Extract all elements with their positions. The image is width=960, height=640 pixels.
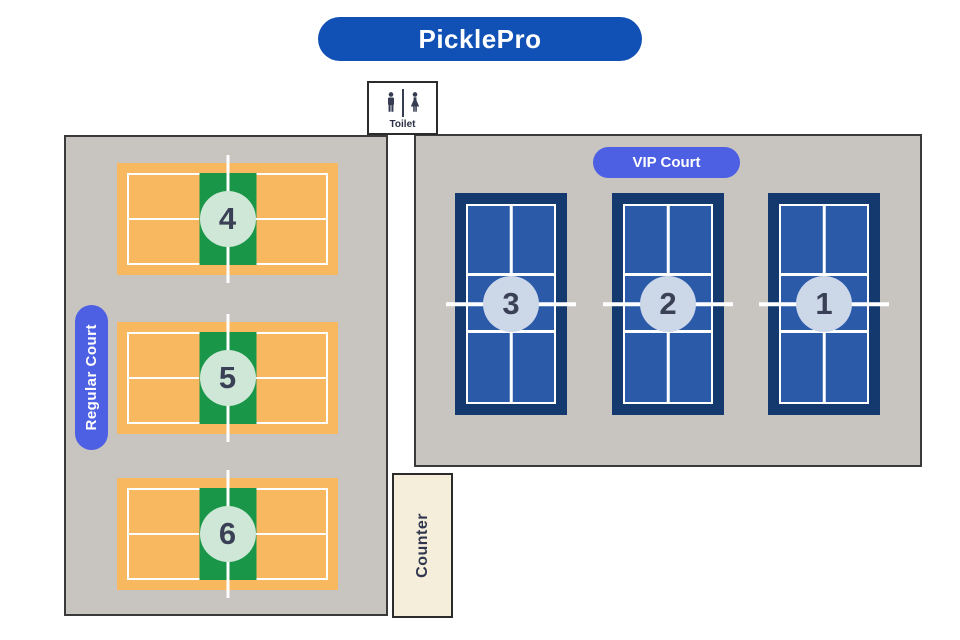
- court-5-service-line-left: [128, 377, 199, 379]
- court-1-centerline-bottom: [822, 331, 826, 404]
- court-3-number-badge: 3: [483, 276, 539, 332]
- court-6-service-line-left: [128, 533, 199, 535]
- vip-zone-label-text: VIP Court: [632, 154, 701, 171]
- brand-title: PicklePro: [418, 23, 542, 54]
- court-5: 5: [117, 314, 338, 442]
- court-6-number-badge: 6: [199, 506, 256, 562]
- court-1-number: 1: [815, 286, 833, 321]
- restroom-icons: [384, 87, 422, 119]
- icon-divider: [401, 89, 404, 117]
- court-3-kitchen-line-top: [466, 273, 556, 276]
- regular-zone-label: Regular Court: [75, 305, 108, 450]
- court-1-kitchen-line-top: [779, 273, 869, 276]
- court-2-centerline-top: [666, 204, 670, 274]
- vip-zone-label: VIP Court: [593, 147, 740, 178]
- court-2-centerline-bottom: [666, 331, 670, 404]
- court-4: 4: [117, 155, 338, 283]
- court-1: 1: [759, 193, 889, 415]
- court-2-kitchen-line-top: [623, 273, 713, 276]
- court-4-service-line-left: [128, 218, 199, 220]
- court-6-number: 6: [218, 516, 237, 551]
- court-3-centerline-top: [509, 204, 513, 274]
- court-4-number-badge: 4: [199, 191, 256, 247]
- court-6: 6: [117, 470, 338, 598]
- court-1-centerline-top: [822, 204, 826, 274]
- court-4-service-line-right: [256, 218, 327, 220]
- toilet-label: Toilet: [389, 119, 416, 130]
- female-icon: [410, 92, 419, 112]
- court-3-centerline-bottom: [509, 331, 513, 404]
- court-6-service-line-right: [256, 533, 327, 535]
- male-icon: [387, 92, 394, 112]
- court-5-number-badge: 5: [199, 350, 256, 406]
- court-1-number-badge: 1: [796, 276, 852, 332]
- court-5-service-line-right: [256, 377, 327, 379]
- court-2-number: 2: [659, 286, 677, 321]
- court-2-number-badge: 2: [640, 276, 696, 332]
- court-5-number: 5: [218, 360, 237, 395]
- court-4-number: 4: [218, 201, 237, 236]
- court-2: 2: [603, 193, 733, 415]
- counter-label: Counter: [413, 513, 431, 578]
- toilet-box: Toilet: [367, 81, 438, 135]
- court-3: 3: [446, 193, 576, 415]
- brand-banner: PicklePro: [318, 17, 642, 61]
- regular-zone-label-text: Regular Court: [83, 324, 100, 431]
- court-3-number: 3: [502, 286, 520, 321]
- counter-box: Counter: [392, 473, 453, 618]
